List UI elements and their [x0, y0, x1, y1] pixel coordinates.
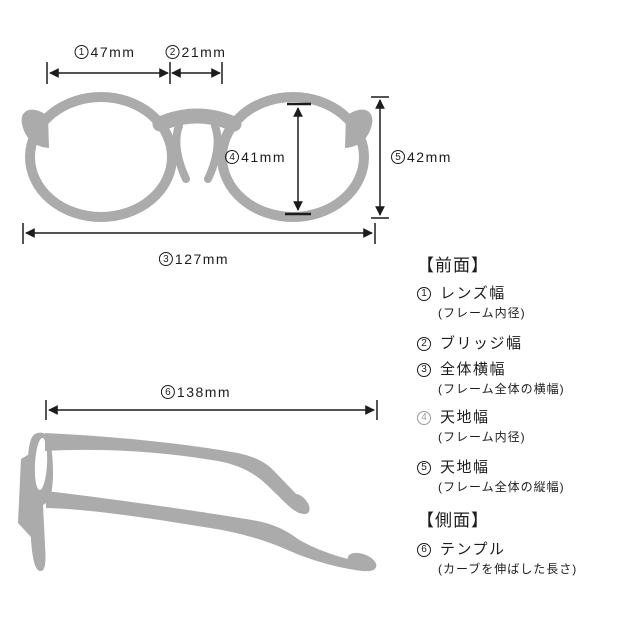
bridge-width-label: 2 21mm: [165, 44, 227, 60]
bridge: [152, 108, 242, 132]
lens-width-label: 1 47mm: [74, 44, 136, 60]
legend-circled-number-3: 3: [417, 363, 431, 377]
total-width-value: 127mm: [174, 251, 230, 267]
legend-circled-number-5: 5: [417, 461, 431, 475]
legend-item-frame-height: 5 天地幅 (フレーム全体の縦幅): [417, 459, 635, 495]
circled-number-1: 1: [74, 45, 89, 59]
legend-sublabel: (フレーム全体の縦幅): [438, 480, 565, 494]
legend-circled-number-4: 4: [417, 411, 431, 425]
legend-item-bridge-width: 2 ブリッジ幅: [417, 335, 635, 353]
circled-number-6: 6: [160, 385, 175, 399]
left-lens-rim: [25, 92, 177, 222]
dimension-lines: [22, 62, 389, 420]
side-section-header: 【側面】: [417, 511, 489, 530]
upper-temple-arm: [45, 433, 307, 514]
temple-length-label: 6 138mm: [160, 384, 232, 400]
frame-height-value: 42mm: [407, 149, 452, 165]
legend-label: テンプル: [440, 541, 506, 558]
side-view-glasses-silhouette: [18, 432, 377, 572]
side-lens: [34, 438, 48, 490]
right-nose-pad: [204, 122, 222, 183]
front-view-glasses-silhouette: [21, 92, 373, 222]
left-nose-pad: [172, 122, 190, 183]
circled-number-3: 3: [158, 252, 173, 266]
temple-length-value: 138mm: [176, 384, 232, 400]
frame-height-label: 5 42mm: [391, 149, 452, 165]
legend-sublabel: (フレーム内径): [438, 306, 526, 320]
legend-label: 天地幅: [440, 409, 490, 426]
legend-item-total-width: 3 全体横幅 (フレーム全体の横幅): [417, 361, 635, 397]
legend-sublabel: (フレーム全体の横幅): [438, 382, 565, 396]
legend-sublabel: (カーブを伸ばした長さ): [438, 562, 578, 576]
left-endpiece: [21, 109, 49, 148]
legend-item-lens-height: 4 天地幅 (フレーム内径): [417, 409, 635, 445]
legend-circled-number-2: 2: [417, 337, 431, 351]
legend-sublabel: (フレーム内径): [438, 430, 526, 444]
circled-number-2: 2: [165, 45, 180, 59]
bridge-width-value: 21mm: [181, 44, 227, 60]
legend-item-temple-length: 6 テンプル (カーブを伸ばした長さ): [417, 541, 635, 577]
lower-temple-tip: [347, 552, 377, 572]
legend-circled-number-6: 6: [417, 543, 431, 557]
legend-label: 天地幅: [440, 459, 490, 476]
lower-temple-arm: [46, 491, 372, 572]
lens-width-value: 47mm: [90, 44, 136, 60]
upper-temple-tip: [290, 493, 310, 515]
front-section-header: 【前面】: [417, 256, 489, 275]
lens-height-label: 4 41mm: [225, 149, 286, 165]
lens-height-value: 41mm: [241, 149, 286, 165]
right-endpiece: [345, 109, 373, 148]
legend: 【前面】 1 レンズ幅 (フレーム内径) 2 ブリッジ幅 3 全体横幅 (フレー…: [417, 256, 635, 577]
circled-number-4: 4: [225, 150, 240, 164]
legend-label: ブリッジ幅: [440, 335, 523, 352]
legend-label: レンズ幅: [440, 285, 506, 302]
right-lens-rim: [217, 92, 369, 222]
circled-number-5: 5: [391, 150, 405, 164]
legend-circled-number-1: 1: [417, 287, 431, 301]
legend-label: 全体横幅: [440, 361, 507, 378]
legend-item-lens-width: 1 レンズ幅 (フレーム内径): [417, 285, 635, 321]
total-width-label: 3 127mm: [158, 251, 230, 267]
